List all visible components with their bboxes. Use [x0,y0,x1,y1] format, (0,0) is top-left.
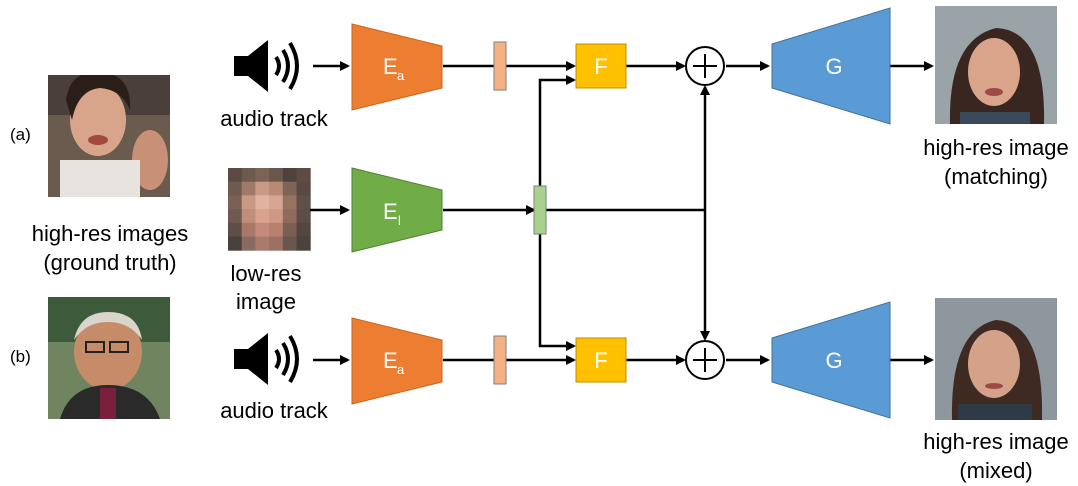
generator-top: G [771,7,891,125]
pixel-block [241,236,256,251]
svg-text:F: F [594,54,607,79]
speaker-icon [234,333,299,385]
svg-text:F: F [594,348,607,373]
pixel-block [241,168,256,183]
pixel-block [282,222,297,237]
svg-text:G: G [825,348,842,373]
ground-truth-label-line1: high-res images [32,221,189,246]
pixel-block [296,236,311,251]
pixel-block [241,195,256,210]
fusion-block-bottom: F [575,337,627,383]
low-res-label-line2: image [236,289,296,314]
pixel-block [255,209,270,224]
pixel-block [228,222,243,237]
svg-text:a: a [397,362,405,377]
pixel-block [228,181,243,196]
svg-text:G: G [825,54,842,79]
pixel-block [282,181,297,196]
pixel-block [228,209,243,224]
output-mixed-label-line2: (mixed) [959,458,1032,483]
pixel-block [282,168,297,183]
svg-text:l: l [398,213,401,228]
pixel-block [255,195,270,210]
pixel-block [296,195,311,210]
pixel-block [282,236,297,251]
pixel-block [269,209,284,224]
audio-encoder-bottom-label: E [383,348,398,373]
audio-track-label-top: audio track [220,106,329,131]
pixel-block [228,236,243,251]
pixel-block [228,195,243,210]
pixel-block [228,168,243,183]
pixel-block [269,236,284,251]
image-feature [533,185,547,235]
fusion-block-top: F [575,43,627,89]
output-face-matching [935,6,1057,124]
ground-truth-label-line2: (ground truth) [43,250,176,275]
sum-node-bottom [685,340,725,380]
output-mixed-label-line1: high-res image [923,429,1069,454]
pixelated-face-photo [228,168,311,251]
generator-bottom: G [771,301,891,419]
pixel-block [241,181,256,196]
output-matching-label-line1: high-res image [923,135,1069,160]
image-encoder: E l [351,167,443,253]
ground-truth-face-a [48,75,170,197]
audio-encoder-top-label: E [383,54,398,79]
svg-text:a: a [397,68,405,83]
audio-feature-bottom [493,335,507,385]
label-a: (a) [10,125,31,144]
output-matching-label-line2: (matching) [944,164,1048,189]
pixel-block [255,222,270,237]
pixel-block [269,168,284,183]
ground-truth-face-b [48,297,170,419]
pixel-block [282,209,297,224]
label-b: (b) [10,347,31,366]
connections [310,61,934,365]
low-res-label-line1: low-res [231,261,302,286]
output-face-mixed [935,298,1057,420]
pixel-block [296,209,311,224]
audio-track-label-bottom: audio track [220,398,329,423]
pixel-block [269,181,284,196]
audio-encoder-bottom: E a [351,317,443,405]
audio-feature-top [493,41,507,91]
pixel-block [282,195,297,210]
pixel-block [296,181,311,196]
speaker-icon [234,40,299,92]
audio-encoder-top: E a [351,23,443,111]
pixel-block [241,222,256,237]
pixel-block [296,222,311,237]
pixel-block [255,181,270,196]
pixel-block [269,222,284,237]
pixel-block [241,209,256,224]
pixel-block [255,236,270,251]
sum-node-top [685,46,725,86]
pixel-block [255,168,270,183]
pixel-block [269,195,284,210]
image-encoder-label: E [383,199,398,224]
pixel-block [296,168,311,183]
